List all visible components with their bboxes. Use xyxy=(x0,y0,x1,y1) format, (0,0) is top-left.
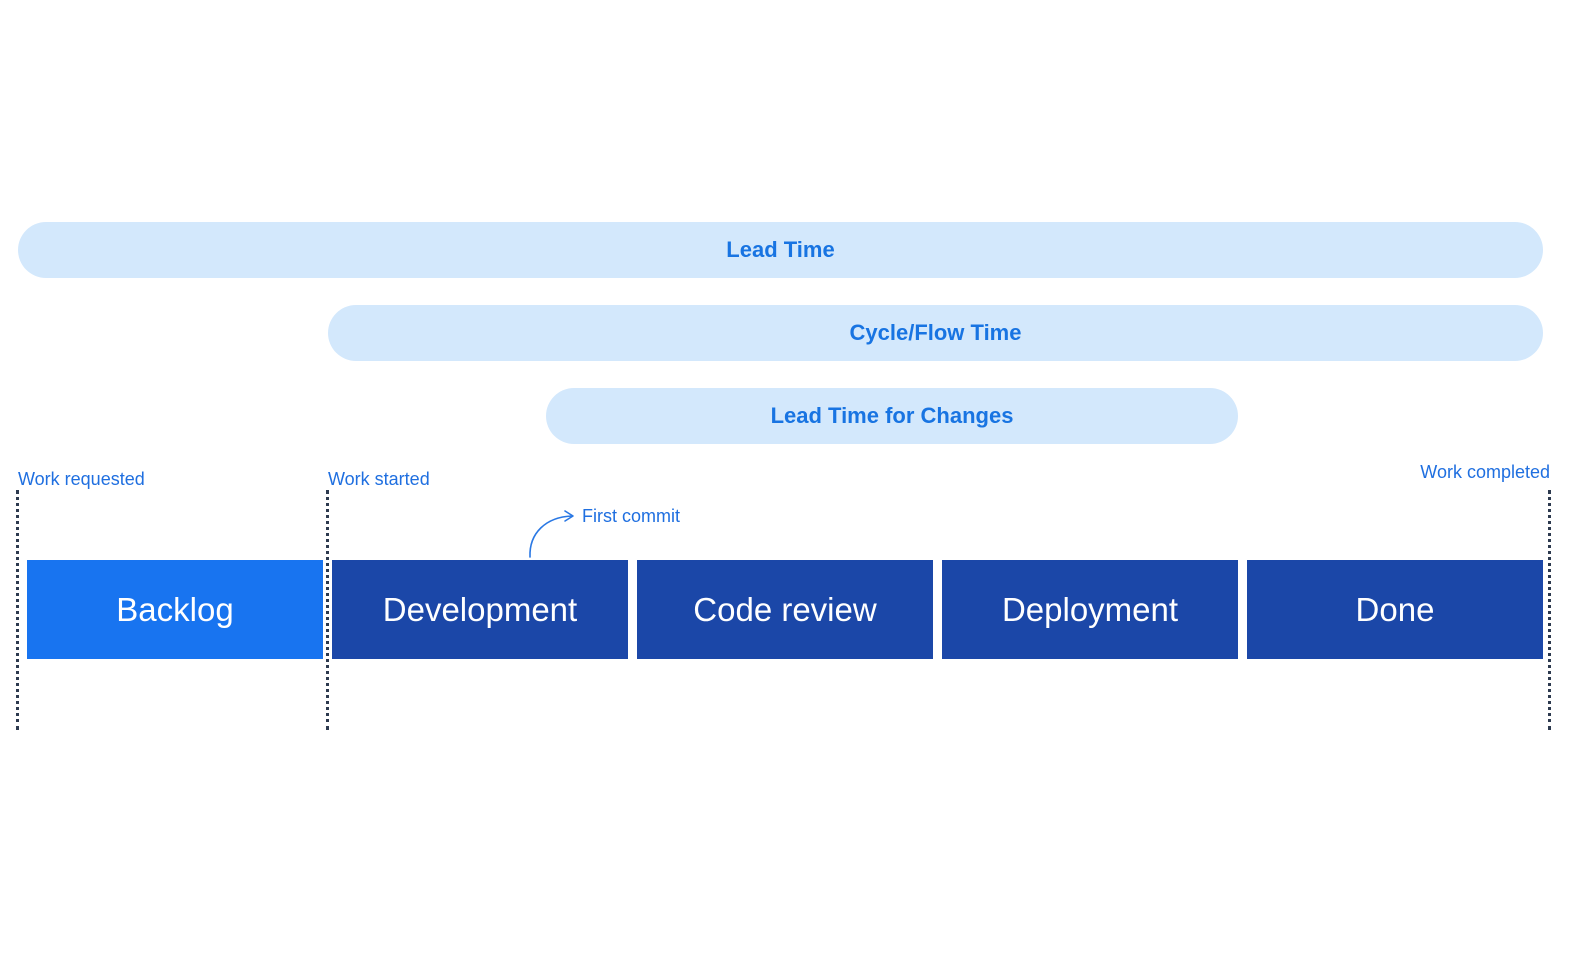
first-commit-label: First commit xyxy=(582,506,680,526)
stage-development: Development xyxy=(332,560,628,659)
stage-deployment-label: Deployment xyxy=(1001,590,1179,628)
stage-code-review-label: Code review xyxy=(693,590,877,628)
work-started-marker-line xyxy=(326,490,329,730)
lead-time-bar: Lead Time xyxy=(18,222,1543,278)
stage-backlog-label: Backlog xyxy=(116,590,234,628)
lead-time-label: Lead Time xyxy=(726,237,835,262)
lead-time-for-changes-label: Lead Time for Changes xyxy=(770,403,1014,428)
work-started-label: Work started xyxy=(328,469,430,489)
work-completed-marker-line xyxy=(1548,490,1551,730)
stage-development-label: Development xyxy=(382,590,578,628)
stage-code-review: Code review xyxy=(637,560,933,659)
lead-time-for-changes-bar: Lead Time for Changes xyxy=(546,388,1238,444)
work-completed-label: Work completed xyxy=(1420,462,1550,482)
cycle-flow-time-bar: Cycle/Flow Time xyxy=(328,305,1543,361)
work-requested-marker-line xyxy=(16,490,19,730)
cycle-flow-time-label: Cycle/Flow Time xyxy=(849,320,1022,345)
first-commit-arrow-icon xyxy=(529,510,574,558)
stage-deployment: Deployment xyxy=(942,560,1238,659)
stage-done: Done xyxy=(1247,560,1543,659)
stage-done-label: Done xyxy=(1355,590,1435,628)
stage-backlog: Backlog xyxy=(27,560,323,659)
work-requested-label: Work requested xyxy=(18,469,145,489)
